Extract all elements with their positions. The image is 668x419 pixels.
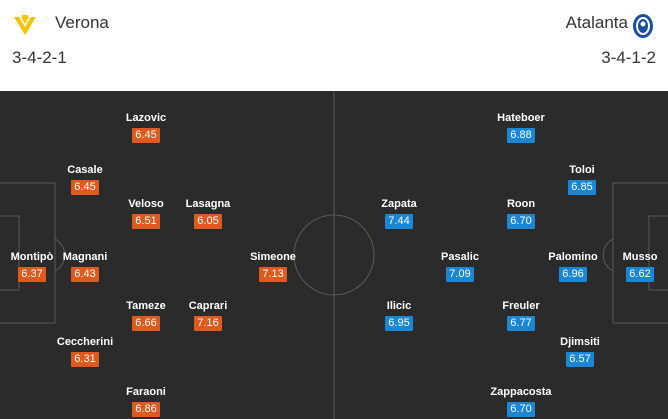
player-home-montipo[interactable]: Montipò 6.37 (2, 250, 62, 282)
player-away-zappacosta[interactable]: Zappacosta 6.70 (481, 385, 561, 417)
player-name: Freuler (502, 300, 540, 312)
player-away-ilicic[interactable]: Ilicic 6.95 (369, 299, 429, 331)
player-away-roon[interactable]: Roon 6.70 (491, 197, 551, 229)
player-away-palomino[interactable]: Palomino 6.96 (540, 250, 606, 282)
player-name: Lasagna (185, 198, 231, 210)
player-home-tameze[interactable]: Tameze 6.66 (116, 299, 176, 331)
player-name: Faraoni (126, 386, 166, 398)
player-away-freuler[interactable]: Freuler 6.77 (491, 299, 551, 331)
player-name: Lazovic (125, 112, 167, 124)
player-home-veloso[interactable]: Veloso 6.51 (116, 197, 176, 229)
player-rating: 6.05 (194, 214, 222, 229)
verona-logo-icon (14, 15, 36, 35)
player-name: Tameze (126, 300, 166, 312)
player-rating: 7.09 (446, 267, 474, 282)
player-name: Ceccherini (56, 336, 114, 348)
player-name: Hateboer (497, 112, 545, 124)
player-rating: 6.77 (507, 316, 535, 331)
player-home-faraoni[interactable]: Faraoni 6.86 (116, 385, 176, 417)
player-rating: 6.31 (71, 352, 99, 367)
player-name: Ilicic (386, 300, 412, 312)
player-home-ceccherini[interactable]: Ceccherini 6.31 (55, 335, 115, 367)
player-home-casale[interactable]: Casale 6.45 (55, 163, 115, 195)
player-rating: 6.96 (559, 267, 587, 282)
player-rating: 6.43 (71, 267, 99, 282)
player-name: Casale (67, 164, 103, 176)
player-away-zapata[interactable]: Zapata 7.44 (369, 197, 429, 229)
player-name: Roon (506, 198, 536, 210)
away-formation: 3-4-1-2 (601, 48, 656, 67)
player-name: Toloi (569, 164, 595, 176)
player-rating: 6.85 (568, 180, 596, 195)
player-rating: 6.88 (507, 128, 535, 143)
player-name: Magnani (62, 251, 108, 263)
player-name: Musso (622, 251, 658, 263)
player-away-hateboer[interactable]: Hateboer 6.88 (488, 111, 554, 143)
player-name: Palomino (548, 251, 598, 263)
player-home-caprari[interactable]: Caprari 7.16 (178, 299, 238, 331)
player-rating: 6.95 (385, 316, 413, 331)
player-home-lasagna[interactable]: Lasagna 6.05 (178, 197, 238, 229)
player-rating: 6.37 (18, 267, 46, 282)
player-home-magnani[interactable]: Magnani 6.43 (55, 250, 115, 282)
player-away-musso[interactable]: Musso 6.62 (610, 250, 668, 282)
player-rating: 7.13 (259, 267, 287, 282)
atalanta-logo-icon (633, 14, 653, 38)
player-name: Simeone (250, 251, 296, 263)
player-name: Caprari (188, 300, 228, 312)
pitch-lines (0, 91, 668, 419)
player-name: Zapata (381, 198, 417, 210)
away-team-name: Atalanta (565, 13, 628, 32)
player-rating: 6.51 (132, 214, 160, 229)
player-name: Pasalic (441, 251, 479, 263)
player-rating: 6.70 (507, 402, 535, 417)
player-away-djimsiti[interactable]: Djimsiti 6.57 (548, 335, 612, 367)
player-name: Veloso (128, 198, 164, 210)
player-away-toloi[interactable]: Toloi 6.85 (552, 163, 612, 195)
player-name: Djimsiti (560, 336, 600, 348)
player-rating: 6.45 (132, 128, 160, 143)
pitch: Montipò 6.37 Casale 6.45 Magnani 6.43 Ce… (0, 91, 668, 419)
player-home-lazovic[interactable]: Lazovic 6.45 (116, 111, 176, 143)
player-name: Zappacosta (490, 386, 552, 398)
match-header: Verona 3-4-2-1 Atalanta 3-4-1-2 (0, 0, 668, 91)
player-rating: 6.45 (71, 180, 99, 195)
player-rating: 6.62 (626, 267, 654, 282)
player-name: Montipò (10, 251, 54, 263)
player-rating: 6.57 (566, 352, 594, 367)
home-team-name: Verona (55, 13, 109, 32)
home-formation: 3-4-2-1 (12, 48, 67, 67)
player-rating: 6.86 (132, 402, 160, 417)
player-rating: 7.44 (385, 214, 413, 229)
player-rating: 6.70 (507, 214, 535, 229)
player-away-pasalic[interactable]: Pasalic 7.09 (430, 250, 490, 282)
player-home-simeone[interactable]: Simeone 7.13 (238, 250, 308, 282)
player-rating: 7.16 (194, 316, 222, 331)
player-rating: 6.66 (132, 316, 160, 331)
